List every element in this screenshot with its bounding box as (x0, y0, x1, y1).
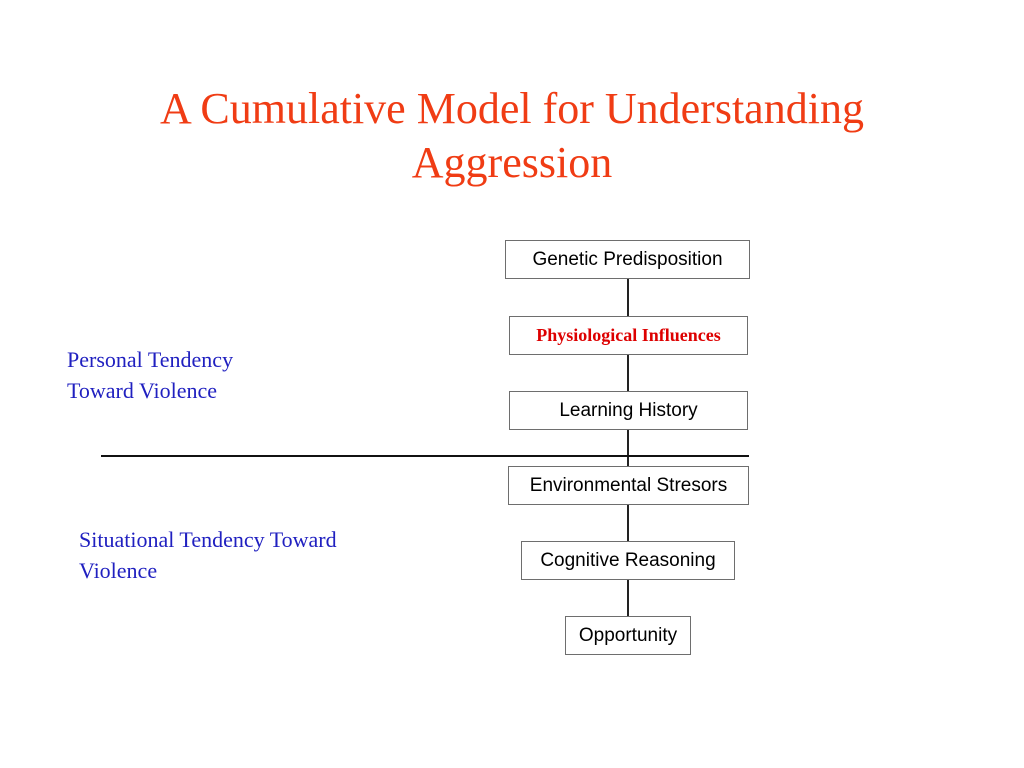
factor-box-learning-history: Learning History (509, 391, 748, 430)
situational-tendency-line-1: Situational Tendency Toward (79, 527, 337, 552)
situational-tendency-label: Situational Tendency Toward Violence (79, 524, 337, 586)
factor-box-environmental-stresors: Environmental Stresors (508, 466, 749, 505)
title-line-2: Aggression (411, 138, 613, 187)
connector-line (627, 580, 629, 617)
connector-line (627, 430, 629, 467)
factor-box-physiological-influences: Physiological Influences (509, 316, 748, 355)
personal-tendency-line-2: Toward Violence (67, 378, 218, 403)
situational-tendency-line-2: Violence (79, 558, 158, 583)
slide-title: A Cumulative Model for Understanding Agg… (0, 82, 1024, 190)
personal-tendency-label: Personal Tendency Toward Violence (67, 344, 233, 406)
title-line-1: A Cumulative Model for Understanding (160, 84, 864, 133)
connector-line (627, 355, 629, 392)
factor-box-cognitive-reasoning: Cognitive Reasoning (521, 541, 735, 580)
factor-box-opportunity: Opportunity (565, 616, 691, 655)
personal-tendency-line-1: Personal Tendency (67, 347, 234, 372)
factor-box-genetic-predisposition: Genetic Predisposition (505, 240, 750, 279)
tendency-divider (101, 455, 749, 457)
connector-line (627, 279, 629, 317)
connector-line (627, 505, 629, 542)
